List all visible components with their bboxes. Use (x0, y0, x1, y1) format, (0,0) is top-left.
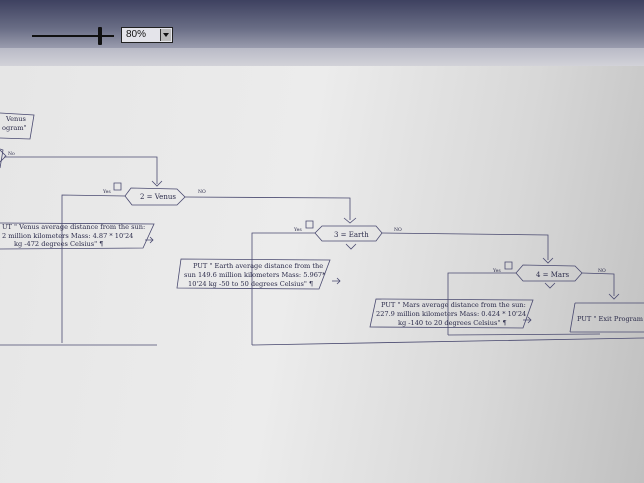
earth-condition-label: 3 = Earth (334, 231, 369, 239)
venus-no-label: NO (198, 189, 206, 195)
toolbar: 80% (0, 0, 644, 48)
top-box-line: ogram" (2, 124, 27, 132)
top-decision-shape[interactable] (0, 148, 4, 169)
zoom-select[interactable]: 80% (121, 27, 173, 43)
exit-put-label: PUT " Exit Program (577, 315, 644, 323)
earth-put-line: sun 149.6 million kilometers Mass: 5.967… (184, 271, 326, 279)
venus-yes-line (61, 194, 126, 343)
venus-yes-label: Yes (102, 189, 111, 195)
connector-bottom-right (251, 337, 644, 346)
earth-no-line (381, 232, 549, 260)
mars-put-line: kg -140 to 20 degrees Celsius" ¶ (398, 319, 507, 327)
flowchart-diagram: Venus ogram" No 2 = Venus Yes NO UT " Ve… (0, 112, 644, 346)
mars-yes-marker (504, 261, 513, 270)
ruler-bar (0, 48, 644, 66)
zoom-value: 80% (126, 29, 147, 40)
zoom-dropdown-button[interactable] (160, 29, 171, 41)
earth-yes-label: Yes (293, 227, 302, 233)
connector-top (4, 156, 158, 184)
venus-yes-marker (113, 182, 122, 191)
chevron-down-icon (151, 180, 163, 187)
mars-no-line (581, 272, 615, 296)
earth-no-label: NO (394, 227, 402, 233)
earth-put-line: 10'24 kg -50 to 50 degrees Celsius" ¶ (188, 280, 313, 288)
zoom-slider-track[interactable] (32, 35, 114, 37)
chevron-down-icon (345, 243, 357, 250)
mars-yes-line (447, 272, 516, 335)
zoom-slider-thumb[interactable] (98, 27, 102, 45)
connector-mars-merge (447, 333, 601, 336)
mars-condition-label: 4 = Mars (536, 271, 569, 279)
venus-put-line: 2 million kilometers Mass: 4.87 * 10'24 (2, 232, 133, 240)
chevron-down-icon (343, 217, 357, 224)
venus-put-line: kg -472 degrees Celsius" ¶ (14, 240, 104, 248)
mars-put-line: PUT " Mars average distance from the sun… (381, 301, 526, 309)
zoom-slider[interactable] (32, 27, 114, 45)
mars-yes-label: Yes (492, 268, 501, 274)
chevron-down-icon (544, 282, 556, 289)
earth-yes-marker (305, 220, 314, 229)
chevron-right-icon (0, 149, 7, 163)
top-box-line: Venus (5, 115, 27, 123)
venus-condition-label: 2 = Venus (140, 193, 176, 201)
chevron-down-icon (608, 293, 620, 300)
mars-put-box[interactable] (369, 298, 534, 329)
earth-put-box[interactable] (176, 258, 331, 290)
chevron-down-icon (542, 257, 554, 264)
exit-put-box[interactable] (569, 302, 644, 333)
earth-put-line: PUT " Earth average distance from the (193, 262, 323, 270)
arrow-right-icon (332, 277, 341, 285)
mars-put-line: 227.9 million kilometers Mass: 0.424 * 1… (376, 310, 526, 318)
top-no-label: No (8, 151, 15, 157)
earth-yes-line (251, 232, 315, 345)
mars-no-label: NO (598, 268, 606, 274)
venus-no-line (184, 196, 351, 220)
chevron-down-icon (163, 33, 169, 37)
venus-put-line: UT " Venus average distance from the sun… (2, 223, 145, 231)
arrow-right-icon (523, 316, 532, 324)
flowchart-canvas[interactable]: Venus ogram" No 2 = Venus Yes NO UT " Ve… (0, 66, 644, 483)
top-put-box[interactable] (0, 112, 35, 140)
arrow-right-icon (145, 236, 154, 244)
venus-put-box[interactable] (0, 222, 155, 250)
